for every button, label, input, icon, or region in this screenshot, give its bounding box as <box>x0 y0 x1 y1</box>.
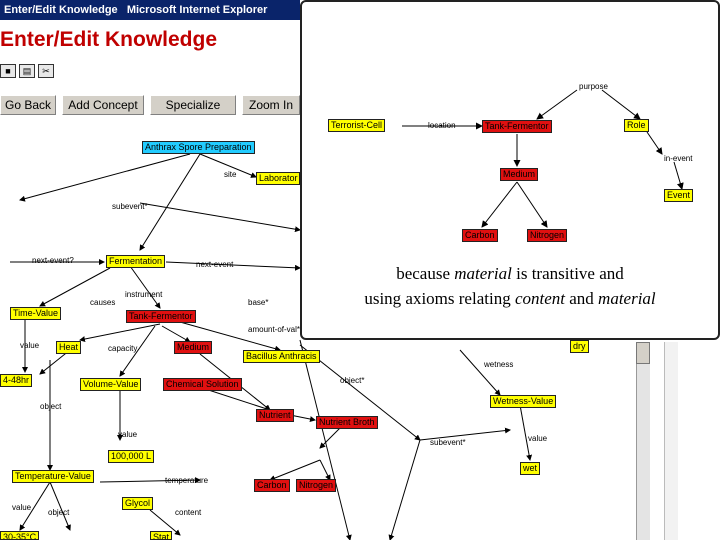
relation-value-3: value <box>12 503 32 512</box>
node-carbon[interactable]: Carbon <box>254 479 290 492</box>
relation-subevent: subevent* <box>112 202 148 211</box>
node-chemical-solution[interactable]: Chemical Solution <box>163 378 242 391</box>
window-title-bar: Enter/Edit Knowledge Microsoft Internet … <box>0 0 300 20</box>
node-volume-value[interactable]: Volume-Value <box>80 378 142 391</box>
relation-value-2: value <box>118 430 138 439</box>
relation-object-star: object* <box>340 376 365 385</box>
scroll-thumb[interactable] <box>636 342 650 364</box>
caption-line-2: using axioms relating content and materi… <box>364 289 656 308</box>
node-tank-fermentor[interactable]: Tank-Fermentor <box>126 310 196 323</box>
vertical-scrollbar-2[interactable] <box>664 342 678 540</box>
node-temperature[interactable]: 30-35°C <box>0 531 40 540</box>
add-concept-button[interactable]: Add Concept <box>62 95 144 115</box>
node-anthrax-spore-preparation[interactable]: Anthrax Spore Preparation <box>142 141 255 154</box>
relation-wetness: wetness <box>484 360 514 369</box>
icon-toolbar: ■ ▤ ✂ <box>0 64 57 80</box>
node-wetness-value[interactable]: Wetness-Value <box>490 395 557 408</box>
relation-object: object <box>40 402 62 411</box>
node-nitrogen[interactable]: Nitrogen <box>296 479 337 492</box>
specialize-button[interactable]: Specialize <box>150 95 236 115</box>
relation-value-4: value <box>528 434 548 443</box>
zoom-in-button[interactable]: Zoom In <box>242 95 300 115</box>
page-title: Enter/Edit Knowledge <box>0 28 218 51</box>
node-wet[interactable]: wet <box>520 462 541 475</box>
zoom-node-nitrogen[interactable]: Nitrogen <box>527 229 568 242</box>
relation-capacity: capacity <box>108 344 138 353</box>
zoom-node-carbon[interactable]: Carbon <box>462 229 498 242</box>
relation-content: content <box>175 508 202 517</box>
relation-subevent-2: subevent* <box>430 438 466 447</box>
relation-causes: causes <box>90 298 116 307</box>
node-four-hours[interactable]: 4-48hr <box>0 374 33 387</box>
relation-next-event: next-event <box>196 260 234 269</box>
node-volume-100000[interactable]: 100,000 L <box>108 450 155 463</box>
node-laboratory[interactable]: Laborator <box>256 172 300 185</box>
print-icon[interactable]: ▤ <box>19 64 35 78</box>
go-back-button[interactable]: Go Back <box>0 95 56 115</box>
zoom-node-medium[interactable]: Medium <box>500 168 539 181</box>
caption-line-1: because material is transitive and <box>396 264 624 283</box>
relation-base: base* <box>248 298 269 307</box>
zoom-node-role[interactable]: Role <box>624 119 649 132</box>
zoom-node-terrorist-cell[interactable]: Terrorist-Cell <box>328 119 386 132</box>
node-stat[interactable]: Stat <box>150 531 173 540</box>
node-dry[interactable]: dry <box>570 340 589 353</box>
relation-amount: amount-of-val* <box>248 325 301 334</box>
zoom-node-event[interactable]: Event <box>664 189 694 202</box>
node-heat[interactable]: Heat <box>56 341 82 354</box>
zoom-relation-location: location <box>428 121 456 130</box>
node-temperature-value[interactable]: Temperature-Value <box>12 470 94 483</box>
relation-object-2: object <box>48 508 70 517</box>
zoom-relation-in-event: in-event <box>664 154 693 163</box>
zoom-inset-panel: purpose location in-event Terrorist-Cell… <box>300 0 720 340</box>
node-bacillus-anthracis[interactable]: Bacillus Anthracis <box>243 350 320 363</box>
node-time-value[interactable]: Time-Value <box>10 307 62 320</box>
cut-icon[interactable]: ✂ <box>38 64 54 78</box>
relation-temperature: temperature <box>165 476 209 485</box>
node-glycol[interactable]: Glycol <box>122 497 154 510</box>
vertical-scrollbar[interactable] <box>636 342 650 540</box>
node-nutrient-broth[interactable]: Nutrient Broth <box>316 416 378 429</box>
zoom-relation-purpose: purpose <box>579 82 608 91</box>
node-nutrient[interactable]: Nutrient <box>256 409 294 422</box>
node-medium[interactable]: Medium <box>174 341 213 354</box>
relation-next-event-q: next-event? <box>32 256 74 265</box>
save-icon[interactable]: ■ <box>0 64 16 78</box>
relation-site: site <box>224 170 237 179</box>
zoom-edges <box>402 89 684 228</box>
relation-instrument: instrument <box>125 290 163 299</box>
node-fermentation[interactable]: Fermentation <box>106 255 166 268</box>
zoom-node-tank-fermentor[interactable]: Tank-Fermentor <box>482 120 552 133</box>
relation-value: value <box>20 341 40 350</box>
